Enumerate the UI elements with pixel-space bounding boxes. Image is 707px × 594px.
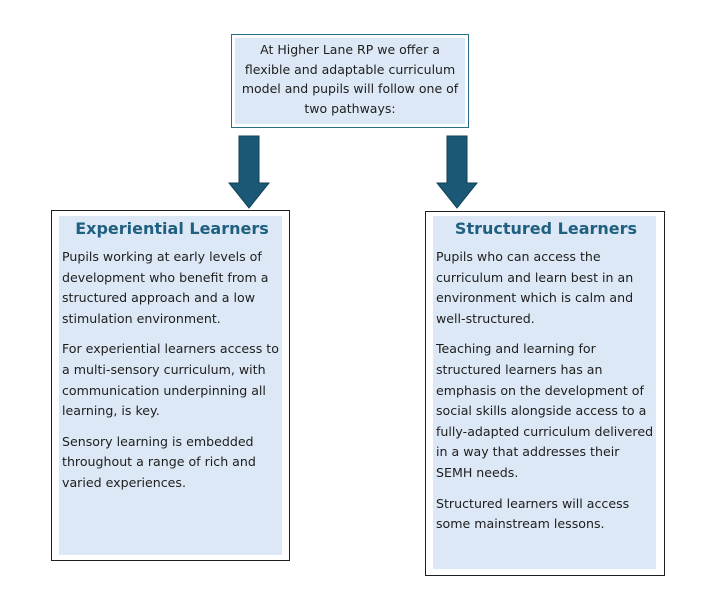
structured-paragraph: Pupils who can access the curriculum and… xyxy=(436,249,634,326)
experiential-learners-title: Experiential Learners xyxy=(75,219,269,238)
down-arrow-icon xyxy=(436,135,478,209)
experiential-paragraph: Pupils working at early levels of develo… xyxy=(62,249,269,326)
intro-box: At Higher Lane RP we offer a flexible an… xyxy=(231,34,469,128)
experiential-learners-panel: Experiential Learners Pupils working at … xyxy=(59,216,282,555)
structured-paragraph: Teaching and learning for structured lea… xyxy=(436,341,654,480)
experiential-paragraph: Sensory learning is embedded throughout … xyxy=(62,433,256,490)
experiential-paragraph: For experiential learners access to a mu… xyxy=(62,341,279,419)
structured-learners-title: Structured Learners xyxy=(454,219,638,238)
structured-paragraph: Structured learners will access some mai… xyxy=(436,495,630,532)
experiential-learners-card: Experiential Learners Pupils working at … xyxy=(51,210,290,561)
structured-learners-card: Structured Learners Pupils who can acces… xyxy=(425,211,665,576)
down-arrow-icon xyxy=(228,135,270,209)
intro-text: At Higher Lane RP we offer a flexible an… xyxy=(235,38,465,124)
structured-learners-panel: Structured Learners Pupils who can acces… xyxy=(433,216,656,569)
